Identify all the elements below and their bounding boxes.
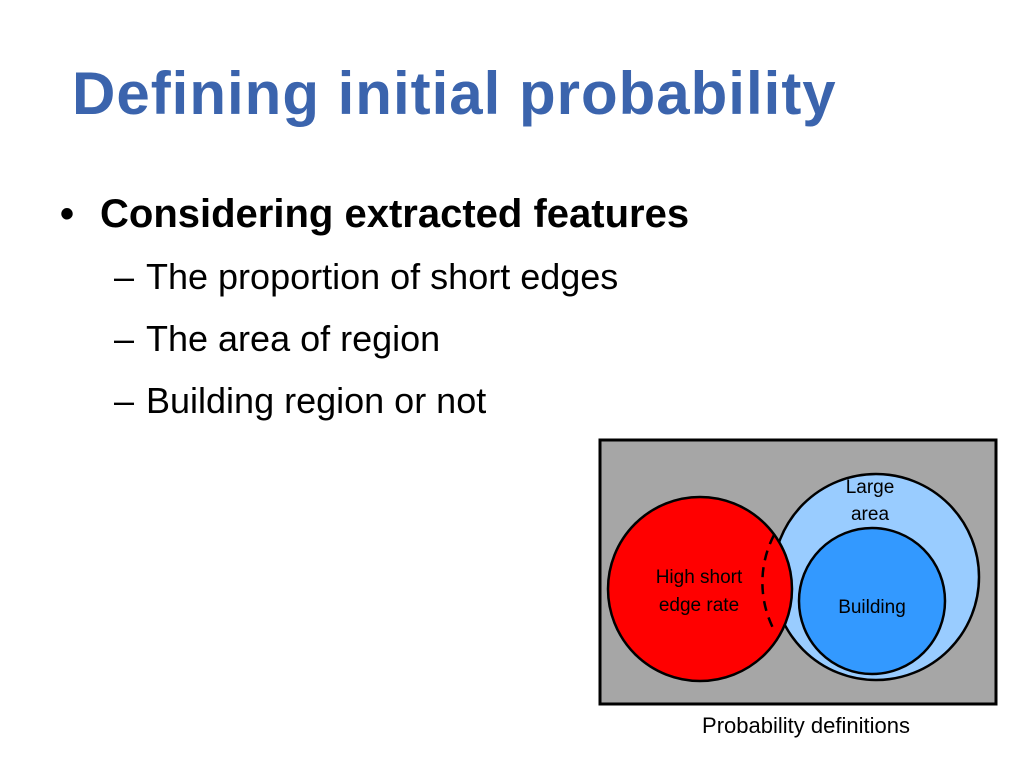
- high-short-edge-circle: [606, 495, 794, 683]
- sub-item-text: Building region or not: [146, 380, 487, 421]
- high-short-edge-label-line1: High short: [656, 567, 743, 588]
- slide-title: Defining initial probability: [72, 60, 837, 127]
- large-area-label-line2: area: [851, 504, 889, 525]
- bullet-text: Considering extracted features: [100, 192, 690, 236]
- sub-item-building: –Building region or not: [114, 378, 486, 424]
- sub-item-short-edges: –The proportion of short edges: [114, 254, 618, 300]
- large-area-label-line1: Large: [846, 477, 895, 498]
- building-label: Building: [838, 597, 906, 618]
- venn-diagram: Large area High short edge rate Building: [598, 438, 998, 706]
- sub-item-text: The proportion of short edges: [146, 256, 619, 297]
- sub-item-text: The area of region: [146, 318, 441, 359]
- diagram-caption: Probability definitions: [702, 713, 910, 738]
- high-short-edge-label-line2: edge rate: [659, 595, 739, 616]
- sub-item-marker: –: [114, 380, 135, 421]
- bullet-marker: •: [60, 192, 75, 236]
- sub-item-area: –The area of region: [114, 316, 440, 362]
- bullet-item: • Considering extracted features: [60, 188, 689, 240]
- sub-item-marker: –: [114, 256, 135, 297]
- building-circle: [797, 526, 947, 676]
- sub-item-marker: –: [114, 318, 135, 359]
- overlap-dashed-boundary: [761, 534, 776, 631]
